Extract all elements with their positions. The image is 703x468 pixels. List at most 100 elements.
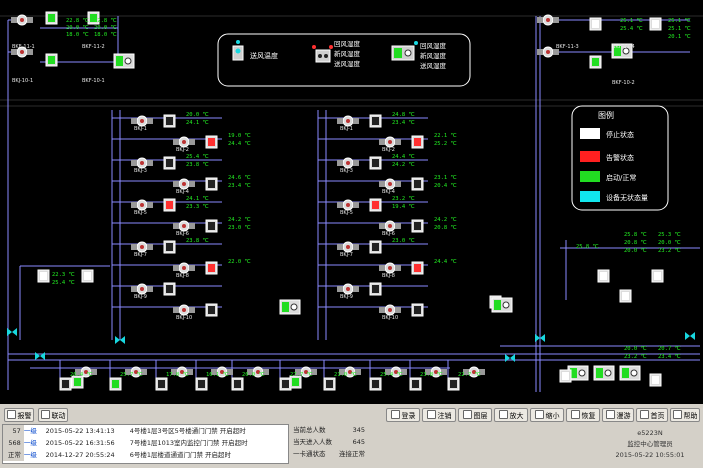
status-legend-title: 图例 <box>598 110 614 120</box>
sensor-panel-icon <box>163 114 176 128</box>
temp-reading: 22.7 ℃ <box>458 372 482 378</box>
sensor-panel-icon <box>231 377 244 391</box>
sensor-panel-icon <box>163 240 176 254</box>
temp-reading: 22.0 ℃ <box>228 259 252 265</box>
restore-icon <box>570 410 580 419</box>
sensor-panel-icon <box>597 269 610 283</box>
alarm-button[interactable]: 报警 <box>4 408 34 422</box>
humidity-label-1: 回风湿度 <box>334 39 361 48</box>
unit-label: BKJ-10-1 <box>12 78 33 84</box>
temp-reading: 23.2 ℃ <box>658 248 682 254</box>
restore-button[interactable]: 恢复 <box>566 408 600 422</box>
login-button[interactable]: 登录 <box>386 408 420 422</box>
combo-sensor-icon <box>391 41 418 61</box>
legend-label-nostate: 设备无状态量 <box>606 193 648 202</box>
temp-reading: 23.0 ℃ <box>392 238 416 244</box>
fan-icon <box>537 14 559 26</box>
sensor-panel-icon <box>163 282 176 296</box>
temp-reading: 25.3 ℃ <box>658 232 682 238</box>
humidity-label-3: 送风湿度 <box>334 59 361 68</box>
sensor-panel-icon <box>59 377 72 391</box>
temp-reading: 26.4 ℃ <box>70 372 94 378</box>
sensor-panel-icon <box>369 377 382 391</box>
fan-icon <box>125 366 147 378</box>
unit-label: BKJ-2 <box>176 147 189 153</box>
temp-reading: 20.4 ℃ <box>434 183 458 189</box>
sensor-panel-icon <box>109 377 122 391</box>
temp-reading: 16.1 ℃ <box>206 372 230 378</box>
sensor-panel-icon <box>447 377 460 391</box>
user-role: 监控中心管理员 <box>627 440 673 448</box>
valve-icon <box>7 328 17 336</box>
sensor-panel-icon <box>409 377 422 391</box>
fan-icon <box>425 366 447 378</box>
fan-icon <box>131 115 153 127</box>
sensor-panel-icon <box>205 303 218 317</box>
fan-icon <box>463 366 485 378</box>
temp-reading: 20.0 ℃ <box>624 346 648 352</box>
logout-button[interactable]: 注销 <box>422 408 456 422</box>
sensor-panel-icon <box>369 156 382 170</box>
temp-reading: 25.2 ℃ <box>434 141 458 147</box>
sensor-panel-icon <box>411 135 424 149</box>
sensor-panel-icon <box>289 375 302 389</box>
stat-label: 当前总人数 <box>293 426 326 434</box>
unit-label: BKJ-5 <box>134 210 147 216</box>
temp-reading: 22.1 ℃ <box>434 133 458 139</box>
temp-reading: 25.1 ℃ <box>668 18 692 24</box>
legend-swatch-stopped <box>580 128 600 139</box>
sensor-panel-icon <box>411 261 424 275</box>
temp-reading: 23.2 ℃ <box>392 196 416 202</box>
fan-icon <box>379 220 401 232</box>
alarm-text: 7号楼1层1013室内监控门门禁 开启超时 <box>129 439 248 447</box>
sensor-panel-icon <box>369 282 382 296</box>
alarm-time: 2014-12-27 20:55:24 <box>45 451 115 459</box>
temp-reading: 20.0 ℃ <box>94 25 118 31</box>
sensor-panel-icon <box>205 219 218 233</box>
unit-label: BKJ-7 <box>134 252 147 258</box>
roam-button[interactable]: 漫游 <box>602 408 634 422</box>
valve-icon <box>35 352 45 360</box>
sensor-panel-icon <box>323 377 336 391</box>
layer-button-label: 图层 <box>473 412 488 420</box>
session-info: e5223N 监控中心管理员 2015-05-22 10:55:01 <box>600 428 700 461</box>
sensor-panel-icon <box>651 269 664 283</box>
unit-label: BKF-10-1 <box>82 78 105 84</box>
fan-icon <box>337 241 359 253</box>
zoom-out-button[interactable]: 缩小 <box>530 408 564 422</box>
unit-label: BKF-11-4 <box>612 44 635 50</box>
unit-label: BKJ-7 <box>340 252 353 258</box>
humidity-sensor-icon <box>312 45 333 63</box>
layer-button[interactable]: 图层 <box>458 408 492 422</box>
legend-swatch-nostate <box>580 191 600 202</box>
supply-temp-label: 送风温度 <box>250 51 278 60</box>
home-icon <box>639 410 649 419</box>
fan-icon <box>337 283 359 295</box>
linkage-button[interactable]: 联动 <box>38 408 68 422</box>
zoom-in-button[interactable]: 放大 <box>494 408 528 422</box>
fan-icon <box>131 283 153 295</box>
temp-reading: 24.8 ℃ <box>392 112 416 118</box>
fan-icon <box>337 199 359 211</box>
help-button[interactable]: 帮助 <box>670 408 700 422</box>
temp-reading: 25.8 ℃ <box>576 244 600 250</box>
ahu-unit-icon <box>593 365 615 381</box>
temp-reading: 25.1 ℃ <box>668 26 692 32</box>
status-legend: 图例 停止状态 告警状态 启动/正常 设备无状态量 <box>571 105 669 211</box>
temp-reading: 24.4 ℃ <box>434 259 458 265</box>
unit-label: BKF-10-2 <box>612 80 635 86</box>
sensor-panel-icon <box>369 198 382 212</box>
home-button[interactable]: 首页 <box>636 408 668 422</box>
temp-reading: 24.2 ℃ <box>392 162 416 168</box>
temp-reading: 20.1 ℃ <box>668 34 692 40</box>
fan-icon <box>11 14 33 26</box>
sensor-panel-icon <box>87 11 100 25</box>
temp-reading: 24.4 ℃ <box>228 141 252 147</box>
help-icon <box>672 410 682 419</box>
